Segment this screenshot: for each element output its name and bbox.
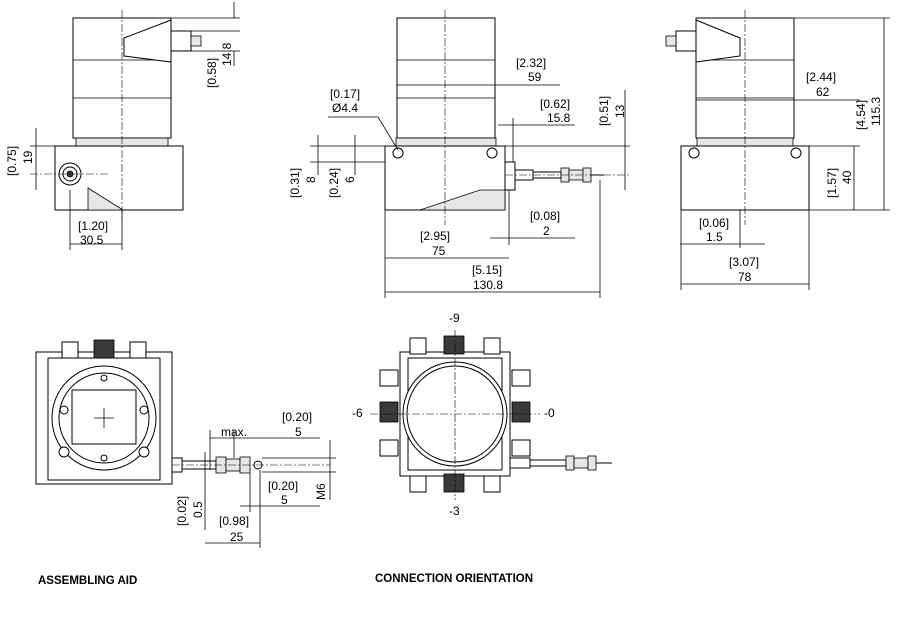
base2-dim-inch: [0.24]: [327, 168, 341, 198]
connection-orientation-view: -9 -6 -0 -3 CONNECTION ORIENTATION: [352, 311, 612, 585]
base2-dim-mm: 6: [343, 176, 357, 183]
length-dim-inch: [0.98]: [219, 514, 249, 528]
thread-dim: M6: [314, 483, 328, 500]
max-prefix: max.: [221, 425, 247, 439]
base-height-dim-mm: 40: [840, 170, 854, 184]
nut-dim-inch: [0.20]: [268, 479, 298, 493]
rod-dim-inch: [0.62]: [540, 97, 570, 111]
cable-dim-mm: 14.8: [220, 42, 234, 66]
base-height-dim-inch: [1.57]: [825, 168, 839, 198]
assembling-aid-caption: ASSEMBLING AID: [38, 575, 137, 587]
height-dim-inch: [0.75]: [5, 146, 19, 176]
max-dim-inch: [0.20]: [282, 410, 312, 424]
offset-dim-inch: [0.02]: [175, 496, 189, 526]
width-dim-inch: [1.20]: [78, 219, 108, 233]
housing-dim-mm: 59: [528, 70, 542, 84]
orientation-label-bottom: -3: [449, 504, 460, 518]
gap-dim-inch: [0.08]: [530, 209, 560, 223]
base-width-dim-inch: [3.07]: [729, 255, 759, 269]
height1-dim-mm: 13: [613, 104, 627, 118]
offset-dim-mm: 0.5: [191, 501, 205, 518]
width-dim-mm: 62: [816, 85, 830, 99]
offset-dim-mm: 1.5: [706, 230, 723, 244]
total-height-dim-mm: 115.3: [869, 97, 883, 126]
orientation-label-top: -9: [449, 311, 460, 325]
height-dim-mm: 19: [21, 150, 35, 164]
width-dim-inch: [2.44]: [806, 70, 836, 84]
width-dim-mm: 30.5: [80, 233, 104, 247]
offset-dim-inch: [0.06]: [699, 216, 729, 230]
side-view-right: [2.44] 62 [4.54] 115.3 [1.57] 40 [0.06] …: [665, 10, 890, 290]
side-view-left: [0.58] 14.8 [0.75] 19 [1.20] 30.5: [5, 2, 240, 250]
nut-dim-mm: 5: [281, 493, 288, 507]
cable-dim-inch: [0.58]: [205, 58, 219, 88]
connection-orientation-caption: CONNECTION ORIENTATION: [375, 573, 533, 585]
base1-dim-inch: [0.31]: [288, 168, 302, 198]
rod-dim-mm: 15.8: [547, 111, 571, 125]
length-dim-mm: 75: [432, 244, 446, 258]
total-dim-mm: 130.8: [473, 278, 503, 292]
orientation-label-left: -6: [352, 406, 363, 420]
front-view-middle: [2.32] 59 [0.62] 15.8 [0.51] 13 [0.17] Ø…: [288, 10, 630, 298]
total-dim-inch: [5.15]: [472, 263, 502, 277]
orientation-label-right: -0: [544, 406, 555, 420]
assembling-aid-view: max. [0.20] 5 M6 [0.20] 5 [0.02] 0.5 [0.…: [35, 339, 336, 587]
base-width-dim-mm: 78: [738, 270, 752, 284]
length-dim-inch: [2.95]: [420, 229, 450, 243]
total-height-dim-inch: [4.54]: [854, 100, 868, 130]
hole-dim-mm: Ø4.4: [332, 101, 358, 115]
gap-dim-mm: 2: [543, 224, 550, 238]
hole-dim-inch: [0.17]: [330, 87, 360, 101]
housing-dim-inch: [2.32]: [516, 56, 546, 70]
height1-dim-inch: [0.51]: [597, 96, 611, 126]
max-dim-mm: 5: [295, 425, 302, 439]
base1-dim-mm: 8: [304, 176, 318, 183]
length-dim-mm: 25: [230, 530, 244, 544]
